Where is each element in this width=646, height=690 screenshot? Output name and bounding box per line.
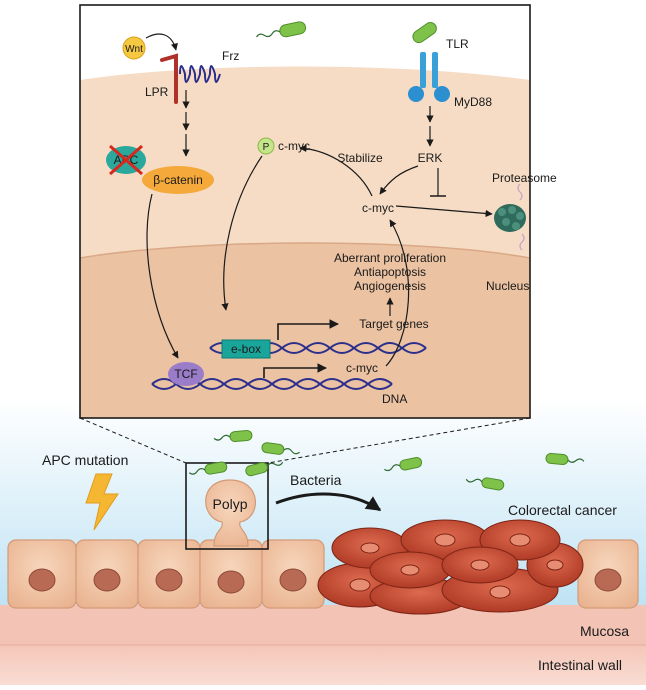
- tcf-protein: [168, 362, 204, 386]
- intestine-scene: Polyp: [0, 400, 646, 685]
- polyp-label: Polyp: [212, 496, 247, 512]
- tcf-label: TCF: [174, 367, 197, 381]
- p-label: P: [263, 142, 270, 153]
- proteasome-label: Proteasome: [492, 171, 557, 185]
- effect-label-3: Angiogenesis: [354, 279, 426, 293]
- erk-label: ERK: [418, 151, 443, 165]
- wnt-ligand: [122, 36, 146, 60]
- cell-nucleus: [28, 568, 56, 592]
- colorectal-cancer-label: Colorectal cancer: [508, 502, 617, 518]
- tumor-mass: [317, 519, 584, 615]
- cell-nucleus: [217, 570, 245, 594]
- beta-catenin-protein: [142, 166, 214, 194]
- effect-label-1: Aberrant proliferation: [334, 251, 446, 265]
- cell-nucleus: [155, 568, 183, 592]
- frz-receptor: [179, 65, 221, 83]
- ebox-element: [221, 339, 271, 359]
- frz-label: Frz: [222, 49, 239, 63]
- cell-nucleus: [279, 568, 307, 592]
- myd88-label: MyD88: [454, 95, 492, 109]
- lumen-bacteria: [188, 430, 585, 491]
- mucosa-layer: [0, 605, 646, 645]
- lpr-receptor: [160, 53, 178, 104]
- tlr-receptor-right: [432, 52, 438, 88]
- intestinal-wall-label: Intestinal wall: [538, 657, 622, 673]
- nucleus-region: [80, 243, 530, 418]
- myd88-right: [434, 86, 450, 102]
- tlr-label: TLR: [446, 37, 469, 51]
- wnt-label: Wnt: [125, 44, 143, 55]
- target-genes-label: Target genes: [359, 317, 428, 331]
- phospho-icon: [257, 137, 275, 155]
- proteasome-icon: [494, 183, 526, 251]
- inset-bacteria: [256, 21, 437, 44]
- progression-arrow: [275, 492, 382, 512]
- cell-nucleus: [594, 568, 622, 592]
- effect-label-2: Antiapoptosis: [354, 265, 426, 279]
- inset-border: [79, 4, 531, 419]
- tlr-receptor-left: [420, 52, 426, 88]
- bacteria-label: Bacteria: [290, 472, 342, 488]
- dna-label: DNA: [382, 392, 407, 406]
- mucosa-label: Mucosa: [580, 623, 629, 639]
- wnt-binding-arrow: [145, 33, 178, 51]
- cell-nucleus: [93, 568, 121, 592]
- inset-panel: Wnt LPR Frz APC β-catenin TLR MyD88 ERK: [79, 4, 557, 419]
- p-cmyc-label: c-myc: [278, 139, 310, 153]
- apc-inactivated-icon: [109, 144, 143, 176]
- zoom-box: [185, 462, 269, 550]
- intestinal-wall-layer: [0, 645, 646, 685]
- cmyc-center-label: c-myc: [362, 201, 394, 215]
- ebox-label: e-box: [231, 342, 261, 356]
- cell-nuclei: [28, 568, 622, 594]
- zoom-line-right: [267, 417, 531, 464]
- stabilize-label: Stabilize: [337, 151, 383, 165]
- zoom-line-left: [79, 417, 187, 464]
- lightning-icon: [85, 473, 119, 531]
- cmyc-gene-label: c-myc: [346, 361, 378, 375]
- beta-catenin-label: β-catenin: [153, 173, 203, 187]
- myd88-left: [408, 86, 424, 102]
- nucleus-label: Nucleus: [486, 279, 529, 293]
- lpr-label: LPR: [145, 85, 169, 99]
- apc-mutation-label: APC mutation: [42, 452, 128, 468]
- polyp: Polyp: [205, 479, 256, 547]
